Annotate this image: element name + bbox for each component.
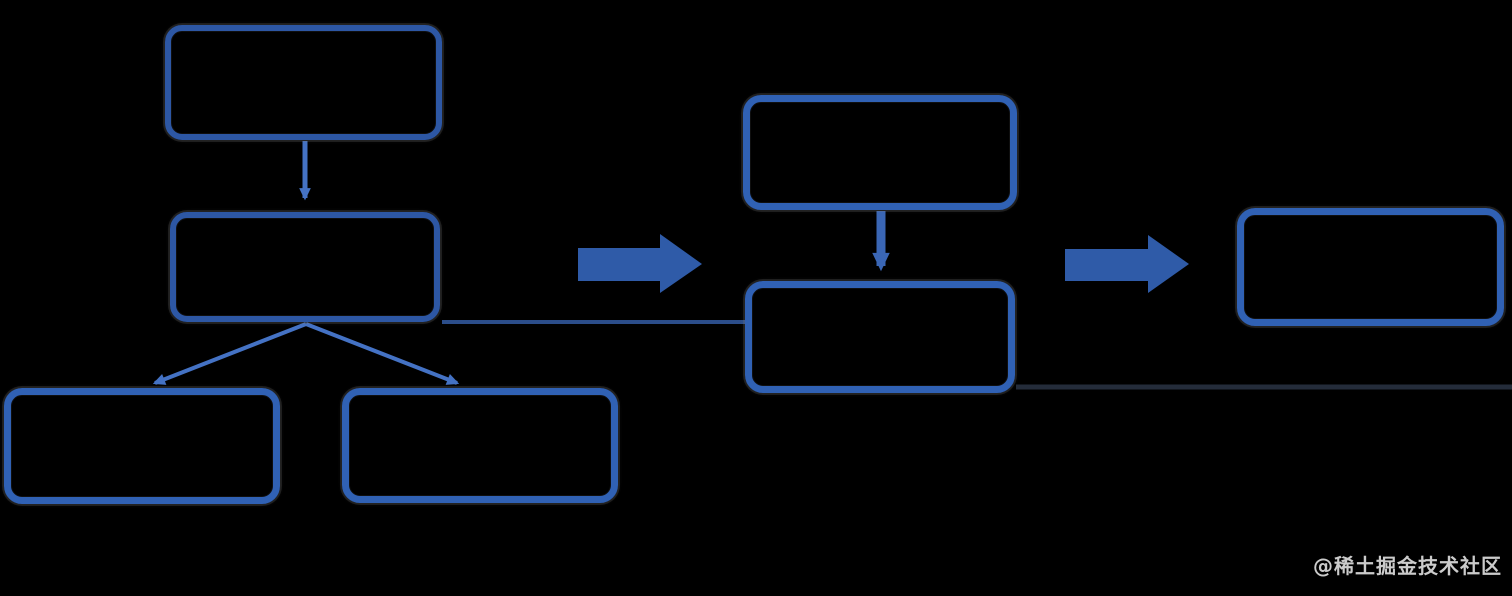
flow-box-center-top: [743, 95, 1017, 210]
flow-box-left-leaf-2: [342, 388, 618, 503]
watermark-text: @稀土掘金技术社区: [1313, 554, 1502, 578]
block-arrow-stage1-icon: [578, 234, 702, 293]
flow-box-center-bottom: [745, 281, 1015, 393]
arrow-middle-to-leaf2: [305, 322, 460, 385]
flow-box-left-middle: [170, 212, 440, 322]
arrow-middle-to-leaf1: [152, 322, 307, 385]
flow-box-left-leaf-1: [4, 388, 280, 504]
flow-box-right: [1237, 208, 1504, 326]
flow-box-left-top: [165, 25, 442, 140]
block-arrow-stage2-icon: [1065, 235, 1189, 293]
